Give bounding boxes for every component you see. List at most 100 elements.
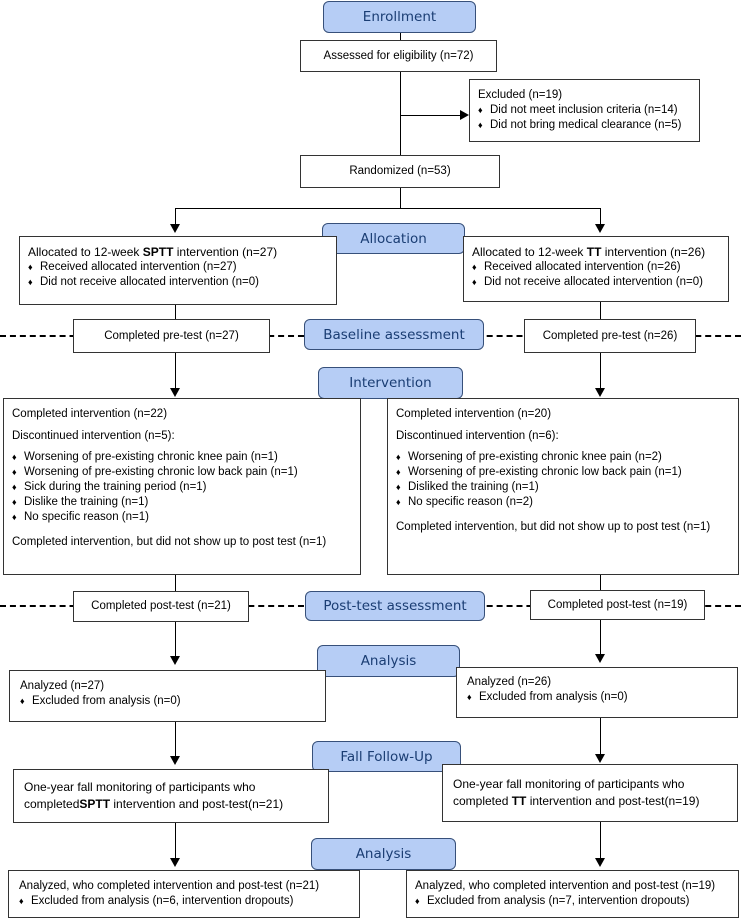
connector xyxy=(175,575,176,591)
randomized-box: Randomized (n=53) xyxy=(300,155,500,188)
arrow xyxy=(595,858,605,867)
left-fall-box: One-year fall monitoring of participants… xyxy=(13,769,329,823)
left-reason: Dislike the training (n=1) xyxy=(12,495,352,510)
left-final-item: Excluded from analysis (n=6, interventio… xyxy=(19,894,349,909)
left-reason: Sick during the training period (n=1) xyxy=(12,480,352,495)
right-pretest-box: Completed pre-test (n=26) xyxy=(524,319,696,353)
left-fall-line2: completedSPTT intervention and post-test… xyxy=(24,796,318,813)
right-intervention-box: Completed intervention (n=20) Discontinu… xyxy=(387,398,739,575)
arrow xyxy=(170,224,180,233)
left-reason: Worsening of pre-existing chronic knee p… xyxy=(12,450,352,465)
connector xyxy=(600,302,601,319)
right-final-item: Excluded from analysis (n=7, interventio… xyxy=(415,894,730,909)
right-allocation-box: Allocated to 12-week TT intervention (n=… xyxy=(463,236,729,302)
connector xyxy=(175,622,176,656)
connector xyxy=(600,575,601,590)
right-posttest-box: Completed post-test (n=19) xyxy=(530,590,705,620)
left-completed: Completed intervention (n=22) xyxy=(12,408,168,420)
left-final-analyzed: Analyzed, who completed intervention and… xyxy=(19,880,320,892)
excluded-title: Excluded (n=19) xyxy=(478,89,563,101)
left-reason: Worsening of pre-existing chronic low ba… xyxy=(12,465,352,480)
left-pretest-box: Completed pre-test (n=27) xyxy=(73,319,270,353)
right-allocation-item: Received allocated intervention (n=26) xyxy=(472,260,720,275)
left-reason: No specific reason (n=1) xyxy=(12,510,352,525)
right-reason: No specific reason (n=2) xyxy=(396,495,730,510)
arrow xyxy=(170,756,180,765)
alloc-suffix: intervention (n=27) xyxy=(173,245,278,259)
connector xyxy=(400,33,401,40)
connector xyxy=(600,353,601,388)
stage-analysis-2: Analysis xyxy=(311,838,456,870)
connector xyxy=(175,208,176,224)
connector xyxy=(175,823,176,858)
connector xyxy=(600,822,601,858)
connector xyxy=(600,718,601,754)
right-fall-line2: completed TT intervention and post-test(… xyxy=(453,793,727,810)
right-fall-box: One-year fall monitoring of participants… xyxy=(442,764,738,822)
left-fall-line1: One-year fall monitoring of participants… xyxy=(24,780,256,794)
stage-analysis-1: Analysis xyxy=(317,645,460,677)
fall-group: TT xyxy=(511,794,527,808)
right-pretest-text: Completed pre-test (n=26) xyxy=(542,329,678,342)
left-intervention-box: Completed intervention (n=22) Discontinu… xyxy=(3,398,361,575)
right-completed: Completed intervention (n=20) xyxy=(396,408,552,420)
excluded-box: Excluded (n=19) Did not meet inclusion c… xyxy=(469,79,700,142)
stage-posttest: Post-test assessment xyxy=(305,591,485,621)
stage-fall-followup: Fall Follow-Up xyxy=(312,741,461,772)
right-final-box: Analyzed, who completed intervention and… xyxy=(406,870,739,918)
stage-allocation: Allocation xyxy=(322,223,465,254)
alloc-group: SPTT xyxy=(142,245,174,259)
fall-prefix: completed xyxy=(24,797,80,811)
excluded-item: Did not bring medical clearance (n=5) xyxy=(478,118,691,133)
stage-baseline: Baseline assessment xyxy=(304,319,484,350)
right-discontinued: Discontinued intervention (n=6): xyxy=(396,430,559,442)
arrow xyxy=(170,656,180,665)
left-noshow: Completed intervention, but did not show… xyxy=(12,536,327,548)
right-allocation-item: Did not receive allocated intervention (… xyxy=(472,275,720,290)
right-noshow: Completed intervention, but did not show… xyxy=(396,521,711,533)
arrow xyxy=(595,654,605,663)
fall-group: SPTT xyxy=(79,797,111,811)
right-analyzed-item: Excluded from analysis (n=0) xyxy=(467,690,727,705)
stage-enrollment: Enrollment xyxy=(323,1,476,33)
connector xyxy=(400,188,401,208)
left-allocation-item: Did not receive allocated intervention (… xyxy=(28,275,328,290)
right-allocation-title: Allocated to 12-week TT intervention (n=… xyxy=(472,245,720,260)
alloc-prefix: Allocated to 12-week xyxy=(28,245,143,259)
left-analysis-box: Analyzed (n=27) Excluded from analysis (… xyxy=(9,670,326,722)
connector xyxy=(175,722,176,756)
fall-suffix: intervention and post-test(n=21) xyxy=(110,797,284,811)
arrow xyxy=(170,388,180,397)
right-analysis-box: Analyzed (n=26) Excluded from analysis (… xyxy=(456,667,738,718)
alloc-prefix: Allocated to 12-week xyxy=(472,245,587,259)
assessed-box: Assessed for eligibility (n=72) xyxy=(300,40,497,72)
fall-prefix: completed xyxy=(453,794,512,808)
right-fall-line1: One-year fall monitoring of participants… xyxy=(453,777,685,791)
right-final-analyzed: Analyzed, who completed intervention and… xyxy=(415,880,716,892)
connector xyxy=(600,208,601,224)
connector xyxy=(175,305,176,319)
assessed-text: Assessed for eligibility (n=72) xyxy=(323,49,474,62)
connector xyxy=(600,620,601,654)
right-analyzed: Analyzed (n=26) xyxy=(467,676,552,688)
alloc-suffix: intervention (n=26) xyxy=(601,245,706,259)
left-allocation-title: Allocated to 12-week SPTT intervention (… xyxy=(28,245,328,260)
stage-intervention: Intervention xyxy=(318,367,463,399)
left-analyzed: Analyzed (n=27) xyxy=(20,680,105,692)
arrow xyxy=(595,224,605,233)
right-posttest-text: Completed post-test (n=19) xyxy=(547,598,688,611)
connector xyxy=(175,208,601,209)
connector xyxy=(175,353,176,388)
right-reason: Worsening of pre-existing chronic low ba… xyxy=(396,465,730,480)
fall-suffix: intervention and post-test(n=19) xyxy=(526,794,700,808)
arrow xyxy=(595,754,605,763)
arrow xyxy=(595,388,605,397)
left-posttest-box: Completed post-test (n=21) xyxy=(73,591,249,622)
left-pretest-text: Completed pre-test (n=27) xyxy=(104,329,239,342)
arrow xyxy=(170,858,180,867)
alloc-group: TT xyxy=(586,245,602,259)
right-reason: Disliked the training (n=1) xyxy=(396,480,730,495)
left-analyzed-item: Excluded from analysis (n=0) xyxy=(20,694,315,709)
left-allocation-item: Received allocated intervention (n=27) xyxy=(28,260,328,275)
right-reason: Worsening of pre-existing chronic knee p… xyxy=(396,450,730,465)
